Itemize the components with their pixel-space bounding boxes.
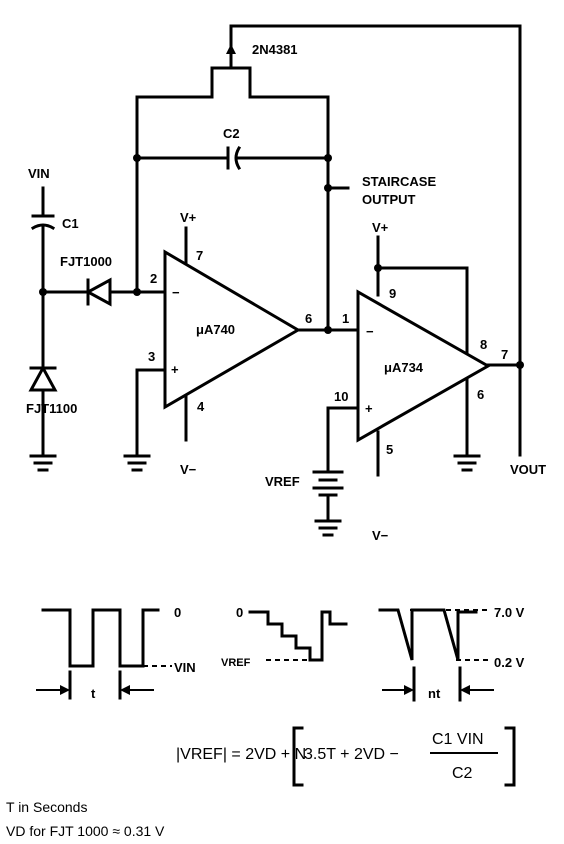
label-staircase: STAIRCASE	[362, 174, 436, 189]
notes: T in Seconds VD for FJT 1000 ≈ 0.31 V	[6, 799, 165, 839]
pin-plus-1: +	[171, 362, 179, 377]
waveform-vin: 0 VIN t	[36, 605, 196, 701]
label-vplus-1: V+	[180, 210, 197, 225]
w3-top: 7.0 V	[494, 605, 525, 620]
diode-fjt1100	[28, 364, 58, 392]
jfet-2n4381	[226, 44, 236, 70]
pin-minus-1: −	[172, 285, 180, 300]
label-c1: C1	[62, 216, 79, 231]
ground-icon	[29, 454, 57, 472]
vref-equation: |VREF| = 2VD + N 3.5T + 2VD − C1 VIN C2	[176, 726, 516, 787]
pin-minus-2: −	[366, 324, 374, 339]
pin-2: 2	[150, 271, 157, 286]
pin-7b: 7	[501, 347, 508, 362]
label-fjt1000: FJT1000	[60, 254, 112, 269]
pin-10: 10	[334, 389, 348, 404]
junction-dots	[39, 154, 524, 369]
w2-vref: VREF	[221, 657, 251, 669]
label-vin: VIN	[28, 166, 50, 181]
schematic-labels: 2N4381 C2 VIN C1 FJT1000 FJT1100 STAIRCA…	[26, 42, 546, 543]
label-vout: VOUT	[510, 462, 546, 477]
pin-9: 9	[389, 286, 396, 301]
eq-numerator: C1 VIN	[432, 731, 484, 748]
w3-nt: nt	[428, 686, 441, 701]
eq-lhs: |VREF| = 2VD + N	[176, 746, 306, 763]
diode-fjt1000	[84, 277, 112, 307]
eq-denominator: C2	[452, 765, 473, 782]
label-c2: C2	[223, 126, 240, 141]
note-vd: VD for FJT 1000 ≈ 0.31 V	[6, 823, 165, 839]
pin-6a: 6	[305, 311, 312, 326]
eq-bracket-left: 3.5T + 2VD −	[304, 746, 399, 763]
w2-zero: 0	[236, 605, 243, 620]
pin-3: 3	[148, 349, 155, 364]
w1-t: t	[91, 686, 96, 701]
pin-8: 8	[480, 337, 487, 352]
opamp-ua740	[163, 249, 301, 410]
label-vminus-1: V−	[180, 462, 197, 477]
w1-zero: 0	[174, 605, 181, 620]
label-output: OUTPUT	[362, 192, 416, 207]
ground-icon	[453, 454, 481, 472]
pin-5: 5	[386, 442, 393, 457]
capacitor-c1	[30, 214, 56, 231]
wires	[41, 24, 522, 522]
pin-6b: 6	[477, 387, 484, 402]
ground-icon	[314, 519, 342, 537]
label-ua734: μA734	[384, 360, 424, 375]
pin-plus-2: +	[365, 401, 373, 416]
battery-vref	[312, 470, 344, 497]
capacitor-c2	[226, 145, 242, 171]
label-vref: VREF	[265, 474, 300, 489]
w3-bottom: 0.2 V	[494, 655, 525, 670]
pin-4: 4	[197, 399, 205, 414]
label-2n4381: 2N4381	[252, 42, 298, 57]
label-ua740: μA740	[196, 322, 235, 337]
label-vplus-2: V+	[372, 220, 389, 235]
ground-icon	[123, 454, 151, 472]
w1-vin: VIN	[174, 660, 196, 675]
label-vminus-2: V−	[372, 528, 389, 543]
note-t-seconds: T in Seconds	[6, 799, 87, 815]
pin-1: 1	[342, 311, 349, 326]
label-fjt1100: FJT1100	[26, 401, 77, 416]
pin-7a: 7	[196, 248, 203, 263]
opamp-ua734	[356, 289, 492, 443]
ground-symbols	[29, 454, 481, 537]
waveform-staircase: 0 VREF	[221, 605, 348, 669]
waveform-output: 7.0 V 0.2 V nt	[378, 605, 525, 702]
